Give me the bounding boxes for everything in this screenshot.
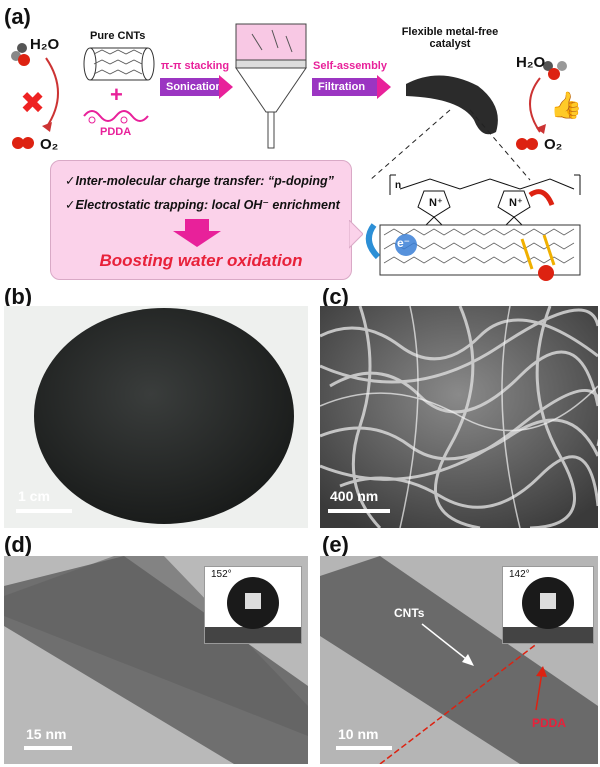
panel-b-label: (b) — [4, 284, 33, 309]
sem-image — [320, 306, 598, 528]
sem-panel-c: 400 nm — [320, 306, 598, 528]
pure-cnts-label: Pure CNTs — [90, 30, 146, 42]
scale-label-d: 15 nm — [26, 726, 67, 742]
cross-icon: ✖ — [20, 87, 46, 120]
filter-funnel-icon — [235, 23, 307, 149]
down-arrow-icon — [173, 219, 221, 247]
contact-angle-inset-e: 142° — [502, 566, 594, 644]
panel-e-label: (e) — [322, 532, 349, 557]
catalyst-disk-photo — [34, 308, 294, 524]
cnts-label: CNTs — [394, 606, 425, 620]
n-plus-2: N⁺ — [509, 197, 523, 209]
self-assembly-label: Self-assembly — [313, 60, 387, 72]
panel-a-label: (a) — [4, 4, 31, 29]
h2o-right: H₂O — [516, 54, 546, 71]
bullet-electrostatic: ✓Electrostatic trapping: local OH⁻ enric… — [65, 198, 340, 212]
boost-text: Boosting water oxidation — [99, 251, 303, 270]
h2o-left: H₂O — [30, 36, 60, 53]
pdda-cnt-structure — [365, 174, 581, 281]
pdda-pointer-arrow — [535, 666, 547, 711]
pi-stacking-label: π-π stacking — [160, 60, 230, 72]
thumbs-up-icon: 👍 — [550, 90, 583, 120]
sonication-arrow: Sonication — [160, 78, 222, 96]
scale-label-c: 400 nm — [330, 488, 379, 504]
o2-right: O₂ — [544, 136, 563, 153]
scale-bar-c — [328, 509, 390, 513]
subscript-n: n — [395, 180, 402, 191]
flexible-catalyst-icon — [406, 75, 498, 135]
scale-bar-b — [16, 509, 72, 513]
panel-c-label: (c) — [322, 284, 349, 309]
catalyst-title: Flexible metal-free catalyst — [401, 26, 499, 50]
tem-image-e — [320, 556, 598, 764]
left-cycle: H₂O O₂ ✖ — [8, 28, 78, 158]
mechanism-box: ✓Inter-molecular charge transfer: “p-dop… — [50, 160, 352, 280]
filtration-arrow: Filtration — [312, 78, 378, 96]
photo-panel-b: 1 cm — [4, 306, 308, 528]
scale-label-b: 1 cm — [18, 488, 50, 504]
scale-label-e: 10 nm — [338, 726, 379, 742]
electron-label: e⁻ — [397, 236, 411, 250]
right-cycle: H₂O O₂ 👍 — [510, 28, 595, 158]
zoom-lines — [369, 109, 531, 181]
n-plus-1: N⁺ — [429, 197, 443, 209]
angle-label-d: 152° — [211, 569, 232, 580]
water-droplet-icon — [503, 577, 593, 643]
scale-bar-e — [336, 746, 392, 750]
molecule-icon — [11, 43, 59, 149]
tem-panel-e: 142° CNTs PDDA 10 nm — [320, 556, 598, 764]
pdda-label-e: PDDA — [532, 716, 567, 730]
cnts-pointer-arrow — [421, 623, 474, 666]
cnt-icon — [83, 47, 155, 81]
water-droplet-icon — [205, 577, 301, 643]
molecule-icon — [516, 61, 567, 150]
panel-d-label: (d) — [4, 532, 33, 557]
callout-pointer — [349, 220, 363, 249]
o2-left: O₂ — [40, 136, 59, 153]
pdda-chain-icon — [83, 110, 149, 124]
contact-angle-inset-d: 152° — [204, 566, 302, 644]
tem-panel-d: 152° 15 nm — [4, 556, 308, 764]
scale-bar-d — [24, 746, 72, 750]
pdda-label: PDDA — [100, 126, 132, 138]
arrow-head-icon — [219, 75, 233, 99]
tem-image-d — [4, 556, 308, 764]
bullet-p-doping: ✓Inter-molecular charge transfer: “p-dop… — [65, 174, 334, 188]
angle-label-e: 142° — [509, 569, 530, 580]
plus-icon: + — [110, 82, 123, 107]
arrow-head-icon — [377, 75, 391, 99]
